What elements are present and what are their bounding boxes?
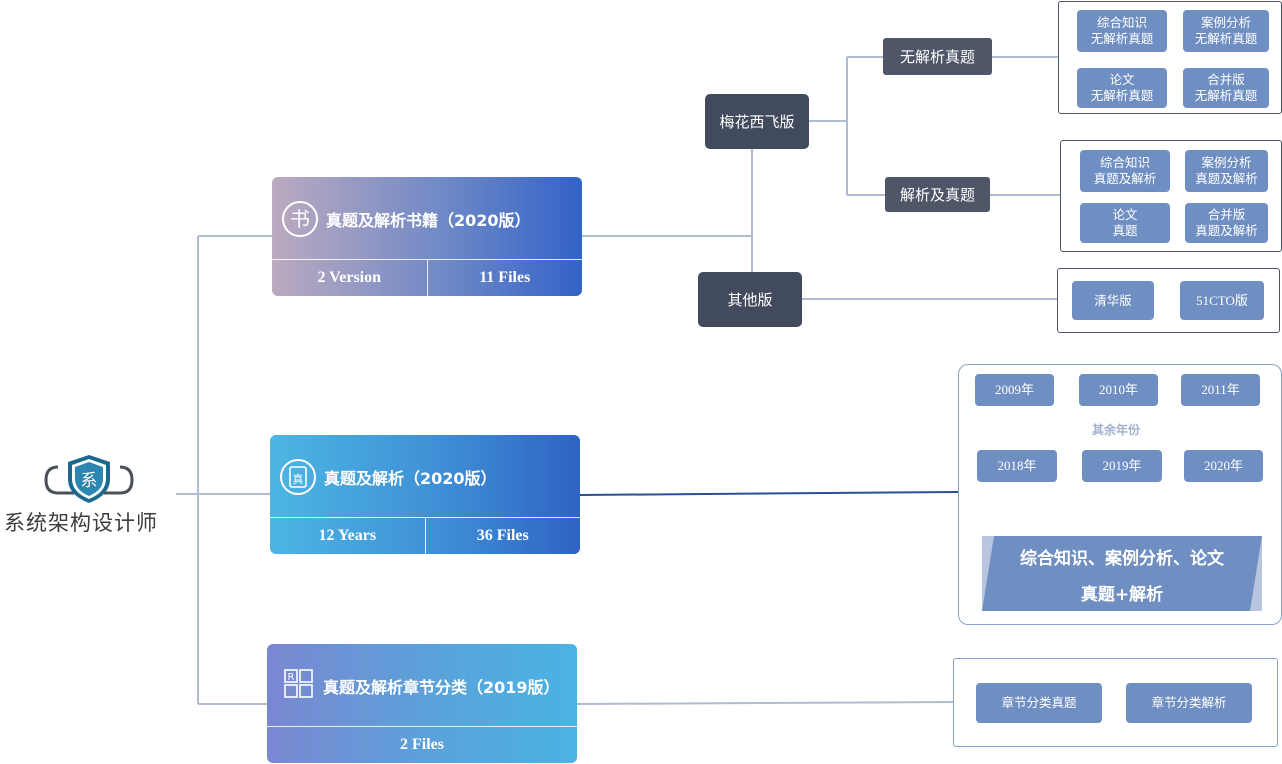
no-analysis-item[interactable]: 案例分析 无解析真题	[1183, 10, 1269, 52]
chip-line: 无解析真题	[1194, 31, 1258, 46]
chip-line: 合并版	[1207, 72, 1245, 87]
meihua-node[interactable]: 梅花西飞版	[705, 94, 809, 149]
with-analysis-item[interactable]: 案例分析 真题及解析	[1185, 150, 1268, 192]
exam-card[interactable]: 真 真题及解析（2020版） 12 Years 36 Files	[270, 435, 580, 554]
grid-icon: R	[275, 666, 315, 706]
year-item[interactable]: 2011年	[1181, 374, 1260, 406]
chip-line: 论文	[1109, 72, 1135, 87]
shield-logo-icon: 系	[44, 453, 134, 505]
with-analysis-item[interactable]: 综合知识 真题及解析	[1080, 150, 1170, 192]
year-item[interactable]: 2019年	[1082, 450, 1162, 482]
chip-line: 无解析真题	[1090, 88, 1154, 103]
with-analysis-node[interactable]: 解析及真题	[885, 177, 990, 212]
banner-line: 综合知识、案例分析、论文	[1020, 549, 1224, 569]
exam-card-title: 真题及解析（2020版）	[324, 469, 497, 488]
chapter-questions-item[interactable]: 章节分类真题	[976, 683, 1102, 723]
chip-line: 合并版	[1207, 207, 1246, 222]
book-card[interactable]: 书 真题及解析书籍（2020版） 2 Version 11 Files	[272, 177, 582, 296]
root-label: 系统架构设计师	[4, 511, 158, 535]
chapter-card[interactable]: R 真题及解析章节分类（2019版） 2 Files	[267, 644, 577, 763]
no-analysis-item[interactable]: 综合知识 无解析真题	[1077, 10, 1167, 52]
svg-text:真: 真	[293, 472, 304, 486]
svg-text:书: 书	[290, 207, 310, 231]
chip-line: 真题及解析	[1195, 171, 1258, 186]
chip-line: 无解析真题	[1090, 31, 1154, 46]
chip-line: 综合知识	[1099, 155, 1150, 170]
svg-text:系: 系	[81, 471, 98, 491]
chapter-analysis-item[interactable]: 章节分类解析	[1126, 683, 1252, 723]
no-analysis-node[interactable]: 无解析真题	[883, 38, 992, 75]
chip-line: 论文	[1112, 207, 1138, 222]
book-file-count: 11 Files	[426, 260, 583, 296]
chip-line: 无解析真题	[1194, 88, 1258, 103]
qinghua-edition-item[interactable]: 清华版	[1072, 281, 1154, 320]
book-version-count: 2 Version	[317, 269, 382, 286]
other-edition-node[interactable]: 其他版	[698, 272, 802, 327]
svg-text:R: R	[288, 672, 295, 683]
year-item[interactable]: 2009年	[975, 374, 1054, 406]
51cto-edition-item[interactable]: 51CTO版	[1180, 281, 1264, 320]
chip-line: 案例分析	[1200, 15, 1251, 30]
year-item[interactable]: 2020年	[1184, 450, 1263, 482]
with-analysis-item[interactable]: 合并版 真题及解析	[1185, 203, 1268, 243]
year-item[interactable]: 2010年	[1079, 374, 1158, 406]
exam-file-count: 36 Files	[424, 518, 581, 554]
no-analysis-item[interactable]: 合并版 无解析真题	[1183, 68, 1269, 108]
chip-line: 真题	[1112, 223, 1138, 238]
book-icon: 书	[280, 199, 320, 239]
chip-line: 综合知识	[1096, 15, 1147, 30]
chip-line: 真题及解析	[1093, 171, 1157, 186]
year-item[interactable]: 2018年	[977, 450, 1057, 482]
document-icon: 真	[278, 457, 318, 497]
chapter-file-count: 2 Files	[400, 736, 444, 753]
exam-year-count: 12 Years	[318, 527, 377, 544]
chip-line: 案例分析	[1201, 155, 1252, 170]
book-card-title: 真题及解析书籍（2020版）	[326, 211, 531, 230]
no-analysis-item[interactable]: 论文 无解析真题	[1077, 68, 1167, 108]
exam-content-banner: 综合知识、案例分析、论文 真题+解析	[982, 536, 1262, 611]
chip-line: 真题及解析	[1195, 223, 1258, 238]
other-years-label: 其余年份	[1089, 421, 1144, 438]
banner-line: 真题+解析	[1080, 585, 1164, 605]
with-analysis-item[interactable]: 论文 真题	[1080, 203, 1170, 243]
chapter-card-title: 真题及解析章节分类（2019版）	[323, 678, 560, 697]
